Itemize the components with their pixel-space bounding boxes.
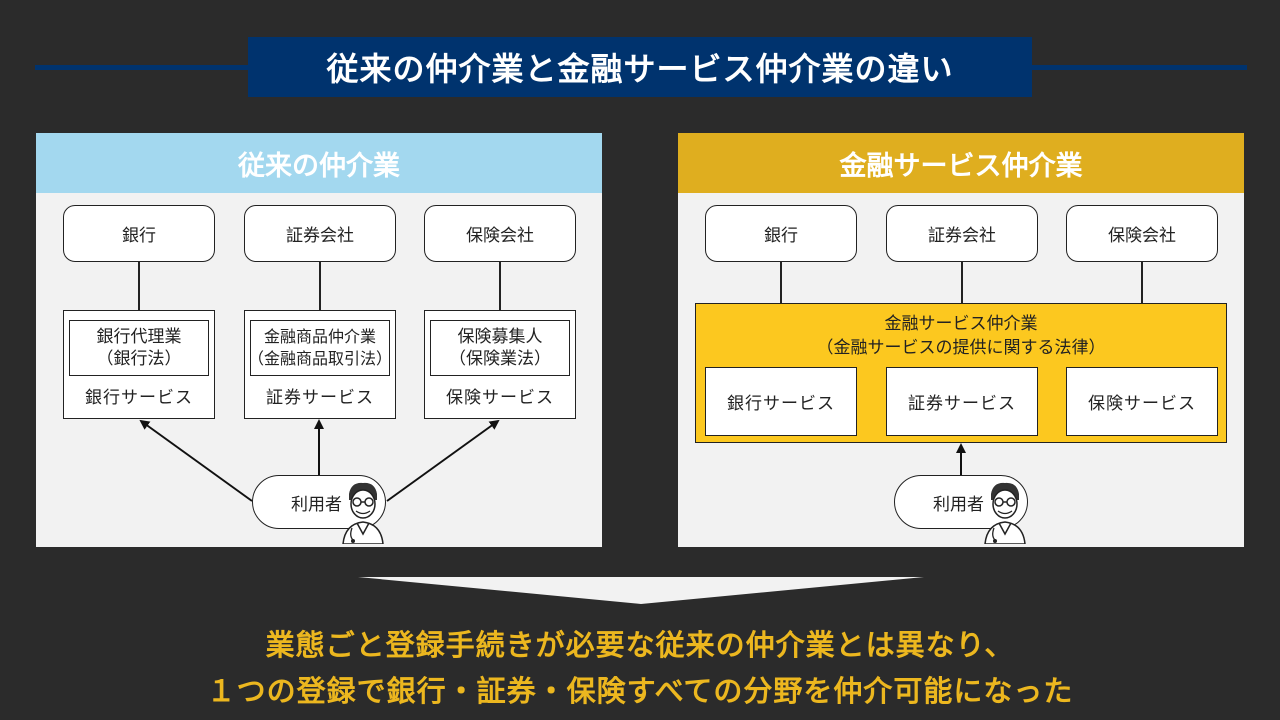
- right-institution-insurance: 保険会社: [1066, 205, 1218, 262]
- left-panel-header: 従来の仲介業: [36, 133, 602, 193]
- right-panel: 金融サービス仲介業 銀行 証券会社 保険会社 金融サービス仲介業 （金融サービス…: [678, 133, 1244, 547]
- license-box: 銀行代理業 （銀行法）: [69, 320, 209, 376]
- right-service-bank: 銀行サービス: [705, 367, 857, 436]
- doctor-avatar-icon: [342, 482, 384, 544]
- financial-service-intermediary-box: 金融サービス仲介業 （金融サービスの提供に関する法律） 銀行サービス 証券サービ…: [695, 303, 1227, 443]
- license-law: （金融商品取引法）: [248, 349, 393, 368]
- left-institution-securities: 証券会社: [244, 205, 396, 262]
- conclusion-line-2: １つの登録で銀行・証券・保険すべての分野を仲介可能になった: [206, 674, 1074, 708]
- page-title: 従来の仲介業と金融サービス仲介業の違い: [248, 37, 1032, 97]
- intermediary-law: （金融サービスの提供に関する法律）: [816, 338, 1106, 358]
- license-name: 保険募集人: [457, 327, 543, 347]
- connector-line: [1141, 262, 1143, 303]
- conclusion-line-1: 業態ごと登録手続きが必要な従来の仲介業とは異なり、: [265, 628, 1015, 662]
- license-box: 保険募集人 （保険業法）: [430, 320, 570, 376]
- license-law: （保険業法）: [449, 349, 551, 369]
- left-service-bank: 銀行代理業 （銀行法） 銀行サービス: [63, 310, 215, 419]
- connector-line: [780, 262, 782, 303]
- license-box: 金融商品仲介業 （金融商品取引法）: [248, 320, 393, 376]
- right-institution-securities: 証券会社: [886, 205, 1038, 262]
- arrow-to-bank: [139, 419, 253, 502]
- right-arrows: [956, 443, 966, 475]
- right-institution-bank: 銀行: [705, 205, 857, 262]
- service-label: 証券サービス: [266, 388, 374, 408]
- intermediary-name: 金融サービス仲介業: [884, 314, 1038, 334]
- right-panel-header: 金融サービス仲介業: [678, 133, 1244, 193]
- left-panel: 従来の仲介業 銀行 証券会社 保険会社 銀行代理業 （銀行法） 銀行サービス 金…: [36, 133, 602, 547]
- left-service-securities: 金融商品仲介業 （金融商品取引法） 証券サービス: [244, 310, 396, 419]
- user-label: 利用者: [933, 495, 984, 515]
- summary-arrow-shape: [358, 577, 924, 604]
- license-name: 銀行代理業: [96, 327, 182, 347]
- doctor-avatar-icon: [984, 482, 1026, 544]
- license-name: 金融商品仲介業: [263, 327, 376, 346]
- connector-line: [961, 262, 963, 303]
- left-institution-insurance: 保険会社: [424, 205, 576, 262]
- right-user: 利用者: [894, 475, 1028, 544]
- connector-line: [138, 262, 140, 310]
- service-label: 保険サービス: [446, 388, 554, 408]
- right-service-securities: 証券サービス: [886, 367, 1038, 436]
- intermediary-title: 金融サービス仲介業 （金融サービスの提供に関する法律）: [696, 312, 1226, 360]
- left-institution-bank: 銀行: [63, 205, 215, 262]
- service-label: 銀行サービス: [85, 388, 193, 408]
- left-arrows: [139, 419, 500, 502]
- left-service-insurance: 保険募集人 （保険業法） 保険サービス: [424, 310, 576, 419]
- arrow-to-insurance: [386, 419, 500, 502]
- connector-line: [499, 262, 501, 310]
- user-label: 利用者: [291, 495, 342, 515]
- connector-line: [319, 262, 321, 310]
- right-service-insurance: 保険サービス: [1066, 367, 1218, 436]
- license-law: （銀行法）: [96, 349, 182, 369]
- left-user: 利用者: [252, 475, 386, 544]
